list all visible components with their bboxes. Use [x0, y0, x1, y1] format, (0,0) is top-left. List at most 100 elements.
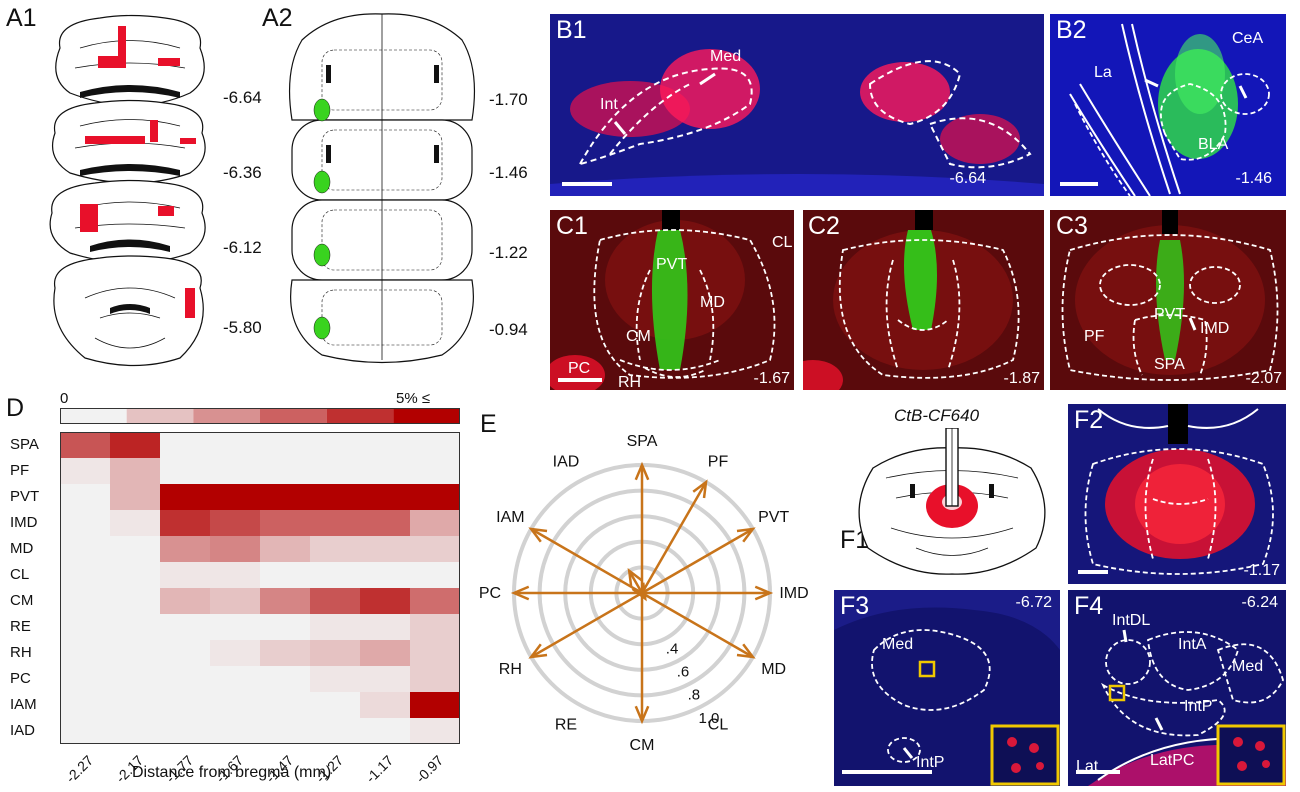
- heatmap-cell: [160, 536, 211, 563]
- c2-level: -1.87: [1003, 370, 1040, 387]
- f4-level: -6.24: [1241, 594, 1278, 611]
- heatmap-cell: [260, 458, 311, 485]
- heatmap-cell: [410, 510, 460, 537]
- heatmap-cell: [60, 432, 111, 459]
- a2-level-4: -0.94: [489, 320, 528, 339]
- heatmap-row-label: SPA: [10, 436, 39, 453]
- colorbar-step: [60, 408, 127, 424]
- heatmap-row-label: CL: [10, 566, 30, 583]
- c1-scale-bar: [558, 378, 602, 382]
- heatmap-cell: [160, 718, 211, 744]
- heatmap-row-label: PF: [10, 462, 30, 479]
- f4-scale-bar: [1076, 770, 1120, 774]
- a1-level-3: -6.12: [223, 238, 262, 257]
- heatmap-cell: [110, 458, 161, 485]
- heatmap-cell: [410, 640, 460, 667]
- panel-label-d: D: [6, 394, 25, 422]
- heatmap-cell: [160, 562, 211, 589]
- radar-ring-label: 1.0: [698, 710, 719, 727]
- heatmap-cell: [210, 458, 261, 485]
- heatmap-cell: [160, 588, 211, 615]
- a2-level-3: -1.22: [489, 243, 528, 262]
- c1-label-md: MD: [700, 294, 725, 311]
- colorbar-min-label: 0: [60, 390, 69, 407]
- radar-axis-label: PF: [708, 453, 729, 470]
- radar-vector: [641, 527, 754, 595]
- heatmap-cell: [60, 458, 111, 485]
- heatmap-cell: [310, 536, 361, 563]
- c1-label-cm: CM: [626, 328, 651, 345]
- heatmap-cell: [310, 484, 361, 511]
- panel-label-a2: A2: [262, 4, 293, 32]
- heatmap-cell: [60, 640, 111, 667]
- radar-ring-label: .6: [677, 663, 690, 680]
- heatmap-cell: [410, 692, 460, 719]
- f3-label-med: Med: [882, 636, 914, 653]
- radar-vector: [530, 527, 643, 595]
- heatmap-cell: [210, 536, 261, 563]
- heatmap-cell: [310, 510, 361, 537]
- heatmap-cell: [260, 536, 311, 563]
- heatmap-cell: [360, 588, 411, 615]
- radar-arrowhead: [634, 461, 650, 481]
- heatmap-cell: [210, 692, 261, 719]
- c1-label-pc: PC: [568, 360, 591, 377]
- radar-ring-label: .4: [666, 640, 679, 657]
- heatmap-cell: [60, 536, 111, 563]
- b2-label-cea: CeA: [1232, 30, 1264, 47]
- f1-tracer-label: CtB-CF640: [894, 406, 980, 425]
- heatmap-cell: [410, 562, 460, 589]
- colorbar-step: [326, 408, 394, 424]
- a2-level-2: -1.46: [489, 163, 528, 182]
- heatmap-cell: [360, 510, 411, 537]
- f2-scale-bar: [1078, 570, 1108, 574]
- radar-vector: [628, 570, 644, 594]
- heatmap-cell: [410, 536, 460, 563]
- radar-axis-label: IAD: [553, 453, 580, 470]
- f2-level: -1.17: [1243, 562, 1280, 579]
- heatmap-row-label: MD: [10, 540, 34, 557]
- b1-scale-bar: [562, 182, 612, 186]
- f2-micrograph: -1.17: [1068, 404, 1286, 584]
- f4-label-inta: IntA: [1178, 636, 1207, 653]
- heatmap-cell: [210, 562, 261, 589]
- heatmap-x-axis-label: Distance from bregma (mm): [132, 764, 332, 781]
- heatmap-cell: [110, 484, 161, 511]
- heatmap-row-label: PC: [10, 670, 31, 687]
- heatmap-row-label: IAD: [10, 722, 36, 739]
- heatmap-row-label: RH: [10, 644, 32, 661]
- heatmap-cell: [210, 614, 261, 641]
- heatmap-cell: [110, 588, 161, 615]
- b2-level: -1.46: [1235, 170, 1272, 187]
- heatmap-cell: [60, 510, 111, 537]
- heatmap-cell: [110, 666, 161, 693]
- radar-axis-label: SPA: [627, 433, 658, 450]
- heatmap-cell: [110, 692, 161, 719]
- c1-label-rh: RH: [618, 374, 642, 390]
- heatmap-cell: [160, 614, 211, 641]
- heatmap-cell: [210, 484, 261, 511]
- panel-label-b1: B1: [556, 16, 587, 44]
- radar-arrowhead: [634, 705, 650, 725]
- heatmap-row-label: IAM: [10, 696, 37, 713]
- heatmap-d: [60, 432, 460, 744]
- heatmap-x-tick-label: -2.27: [62, 752, 97, 786]
- heatmap-cell: [260, 692, 311, 719]
- c1-label-pvt: PVT: [656, 256, 688, 273]
- radar-axis-label: RE: [555, 717, 577, 734]
- heatmap-cell: [260, 484, 311, 511]
- radar-vector: [530, 591, 643, 659]
- panel-label-e: E: [480, 410, 497, 438]
- c3-label-spa: SPA: [1154, 356, 1185, 373]
- radar-vector: [640, 481, 708, 594]
- colorbar-max-label: 5% ≤: [396, 390, 431, 407]
- f3-micrograph: Med IntP -6.72: [834, 590, 1060, 786]
- c1-label-cl: CL: [772, 234, 793, 251]
- radar-axis-label: PVT: [758, 509, 789, 526]
- heatmap-cell: [260, 614, 311, 641]
- b2-label-bla: BLA: [1198, 136, 1229, 153]
- f3-level: -6.72: [1015, 594, 1052, 611]
- a1-brain-sections: [49, 14, 206, 367]
- heatmap-cell: [160, 484, 211, 511]
